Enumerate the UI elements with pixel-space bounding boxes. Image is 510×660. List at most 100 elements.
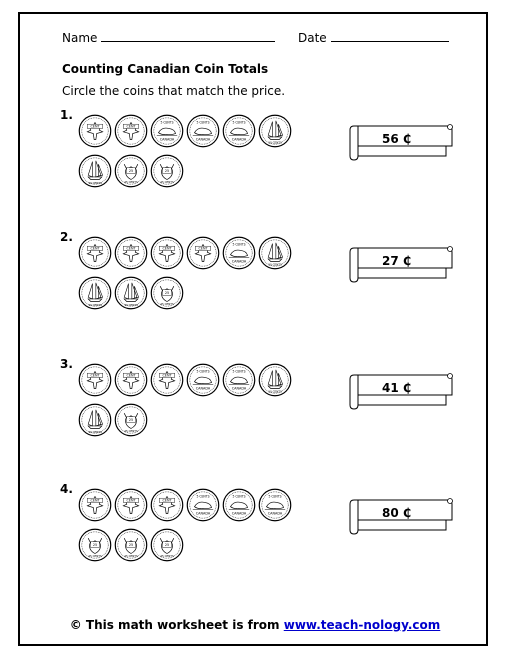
coin-dime[interactable]: 10 CENTS — [78, 154, 112, 192]
svg-text:25: 25 — [165, 291, 169, 295]
svg-text:5 CENTS: 5 CENTS — [196, 494, 209, 498]
svg-text:CENT: CENT — [162, 247, 172, 251]
svg-text:CENT: CENT — [90, 374, 100, 378]
penny-coin-icon[interactable]: CENT — [114, 114, 148, 148]
coin-dime[interactable]: 10 CENTS — [258, 236, 292, 274]
coin-penny[interactable]: CENT — [150, 236, 184, 274]
quarter-coin-icon[interactable]: 25 25 CENTS — [114, 154, 148, 188]
svg-text:25 CENTS: 25 CENTS — [124, 180, 138, 184]
coin-penny[interactable]: CENT — [78, 363, 112, 401]
penny-coin-icon[interactable]: CENT — [78, 236, 112, 270]
dime-coin-icon[interactable]: 10 CENTS — [78, 403, 112, 437]
svg-text:25: 25 — [129, 543, 133, 547]
svg-text:CENT: CENT — [90, 125, 100, 129]
coin-penny[interactable]: CENT — [114, 488, 148, 526]
svg-text:25 CENTS: 25 CENTS — [160, 180, 174, 184]
svg-text:CANADA: CANADA — [232, 386, 247, 390]
svg-text:10 CENTS: 10 CENTS — [88, 181, 102, 185]
price-value: 80 ₵ — [382, 506, 412, 520]
penny-coin-icon[interactable]: CENT — [186, 236, 220, 270]
penny-coin-icon[interactable]: CENT — [114, 236, 148, 270]
coin-penny[interactable]: CENT — [114, 236, 148, 274]
coin-dime[interactable]: 10 CENTS — [258, 114, 292, 152]
penny-coin-icon[interactable]: CENT — [150, 488, 184, 522]
svg-text:CANADA: CANADA — [196, 137, 211, 141]
price-value: 56 ₵ — [382, 132, 412, 146]
coin-penny[interactable]: CENT — [78, 236, 112, 274]
coin-penny[interactable]: CENT — [150, 363, 184, 401]
coin-quarter[interactable]: 25 25 CENTS — [114, 154, 148, 192]
dime-coin-icon[interactable]: 10 CENTS — [114, 276, 148, 310]
coin-penny[interactable]: CENT — [114, 363, 148, 401]
dime-coin-icon[interactable]: 10 CENTS — [78, 154, 112, 188]
penny-coin-icon[interactable]: CENT — [114, 363, 148, 397]
dime-coin-icon[interactable]: 10 CENTS — [258, 114, 292, 148]
coin-dime[interactable]: 10 CENTS — [114, 276, 148, 314]
dime-coin-icon[interactable]: 10 CENTS — [78, 276, 112, 310]
price-tag: 41 ₵ — [348, 371, 456, 411]
svg-text:5 CENTS: 5 CENTS — [196, 369, 209, 373]
dime-coin-icon[interactable]: 10 CENTS — [258, 363, 292, 397]
svg-text:10 CENTS: 10 CENTS — [124, 303, 138, 307]
coin-dime[interactable]: 10 CENTS — [78, 403, 112, 441]
svg-text:25: 25 — [129, 169, 133, 173]
coin-dime[interactable]: 10 CENTS — [78, 276, 112, 314]
dime-coin-icon[interactable]: 10 CENTS — [258, 236, 292, 270]
coin-penny[interactable]: CENT — [186, 236, 220, 274]
name-line — [101, 41, 276, 42]
problem-number: 2. — [60, 230, 73, 244]
penny-coin-icon[interactable]: CENT — [78, 114, 112, 148]
svg-text:CENT: CENT — [90, 247, 100, 251]
coin-penny[interactable]: CENT — [78, 114, 112, 152]
coin-dime[interactable]: 10 CENTS — [258, 363, 292, 401]
svg-text:25: 25 — [129, 418, 133, 422]
coin-penny[interactable]: CENT — [78, 488, 112, 526]
coin-penny[interactable]: CENT — [150, 488, 184, 526]
svg-text:25 CENTS: 25 CENTS — [88, 554, 102, 558]
date-label: Date — [298, 31, 327, 45]
penny-coin-icon[interactable]: CENT — [114, 488, 148, 522]
svg-text:CENT: CENT — [162, 374, 172, 378]
penny-coin-icon[interactable]: CENT — [150, 236, 184, 270]
penny-coin-icon[interactable]: CENT — [150, 363, 184, 397]
footer-link[interactable]: www.teach-nology.com — [283, 618, 441, 632]
coin-penny[interactable]: CENT — [114, 114, 148, 152]
price-value: 27 ₵ — [382, 254, 412, 268]
penny-coin-icon[interactable]: CENT — [78, 363, 112, 397]
penny-coin-icon[interactable]: CENT — [78, 488, 112, 522]
